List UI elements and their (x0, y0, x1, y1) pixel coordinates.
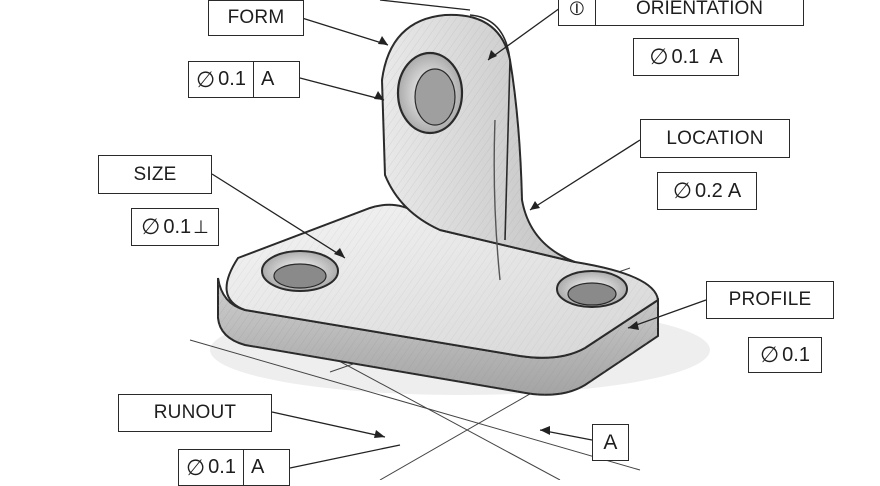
base-plate-side-hatch (218, 278, 658, 395)
size-label: SIZE (98, 155, 212, 194)
orientation-symbol: ⦶ (559, 0, 595, 25)
orientation-label: ⦶ ORIENTATION (558, 0, 804, 26)
runout-frame-tolerance: ∅ 0.1 (186, 454, 236, 480)
location-frame-tolerance: ∅ 0.2 A (672, 178, 742, 203)
location-label-text: LOCATION (666, 127, 764, 149)
profile-label-text: PROFILE (728, 289, 812, 310)
leader-lines (211, 0, 707, 469)
diameter-icon: ∅ (760, 342, 780, 367)
left-hole-inner (273, 263, 327, 289)
diameter-icon: ∅ (649, 44, 669, 69)
form-frame-datum: A (252, 62, 281, 97)
runout-label-text: RUNOUT (153, 402, 237, 423)
diameter-icon: ∅ (672, 178, 692, 203)
runout-frame-datum: A (242, 450, 271, 485)
datum-a-text: A (603, 430, 618, 454)
orientation-label-text: ORIENTATION (595, 0, 803, 25)
size-label-text: SIZE (133, 163, 177, 185)
diameter-icon: ∅ (196, 66, 216, 92)
location-control-frame: ∅ 0.2 A (657, 172, 757, 210)
size-frame-tolerance: ∅ 0.1 ⊥ (141, 214, 209, 239)
arrowheads (334, 36, 639, 438)
base-plate-top-hatch (226, 204, 659, 358)
form-control-frame: ∅ 0.1 A (188, 61, 300, 98)
form-label: FORM (208, 0, 304, 36)
orientation-control-frame: ∅ 0.1 A (633, 38, 739, 76)
diameter-icon: ∅ (186, 454, 206, 480)
circle-bar-icon: ⦶ (569, 0, 585, 20)
profile-label: PROFILE (706, 281, 834, 319)
perpendicularity-icon: ⊥ (193, 216, 209, 237)
runout-label: RUNOUT (118, 394, 272, 432)
ear-fillet (493, 119, 501, 281)
runout-control-frame: ∅ 0.1 A (178, 449, 290, 486)
profile-frame-tolerance: ∅ 0.1 (760, 342, 810, 367)
datum-a-box: A (592, 424, 629, 461)
diameter-icon: ∅ (141, 214, 161, 239)
form-label-text: FORM (227, 7, 285, 28)
size-control-frame: ∅ 0.1 ⊥ (131, 208, 219, 246)
right-hole-inner (567, 282, 617, 306)
orientation-frame-tolerance: ∅ 0.1 A (649, 44, 723, 69)
ear-side-edge (469, 14, 511, 241)
profile-control-frame: ∅ 0.1 (748, 337, 822, 373)
form-frame-tolerance: ∅ 0.1 (196, 66, 246, 92)
ear-bore-inner (414, 68, 456, 126)
location-label: LOCATION (640, 119, 790, 158)
